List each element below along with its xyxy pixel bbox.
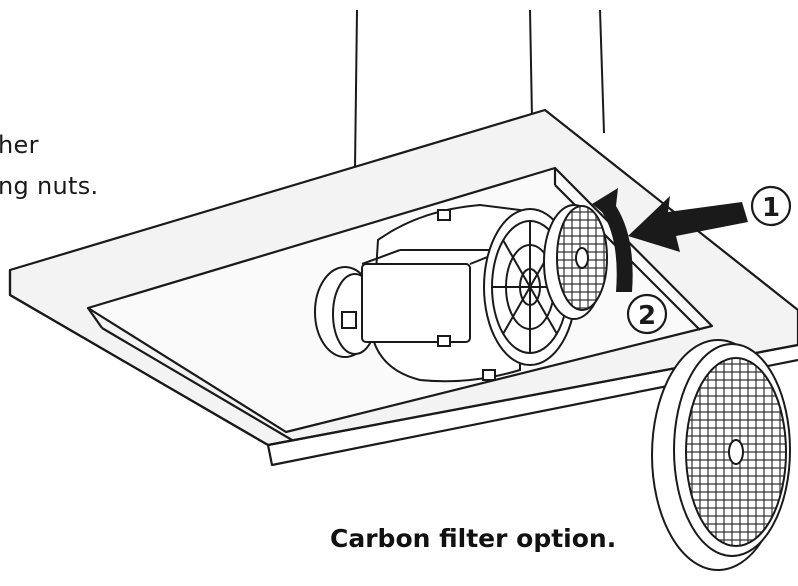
step1-marker: 1 [750, 185, 792, 227]
blower-motor [361, 203, 577, 383]
carbon-filter-caption: Carbon filter option. [330, 524, 617, 553]
step2-marker: 2 [626, 293, 668, 335]
step2-number: 2 [638, 301, 656, 331]
step1-number: 1 [762, 193, 780, 223]
instruction-text-line2: ng nuts. [0, 172, 99, 200]
installed-carbon-filter [543, 204, 608, 320]
step2-arrow [592, 188, 633, 292]
chimney-lines [354, 9, 605, 169]
step1-arrow [628, 196, 748, 252]
instruction-text-line1: her [0, 131, 39, 159]
carbon-filter-disc [651, 339, 791, 571]
